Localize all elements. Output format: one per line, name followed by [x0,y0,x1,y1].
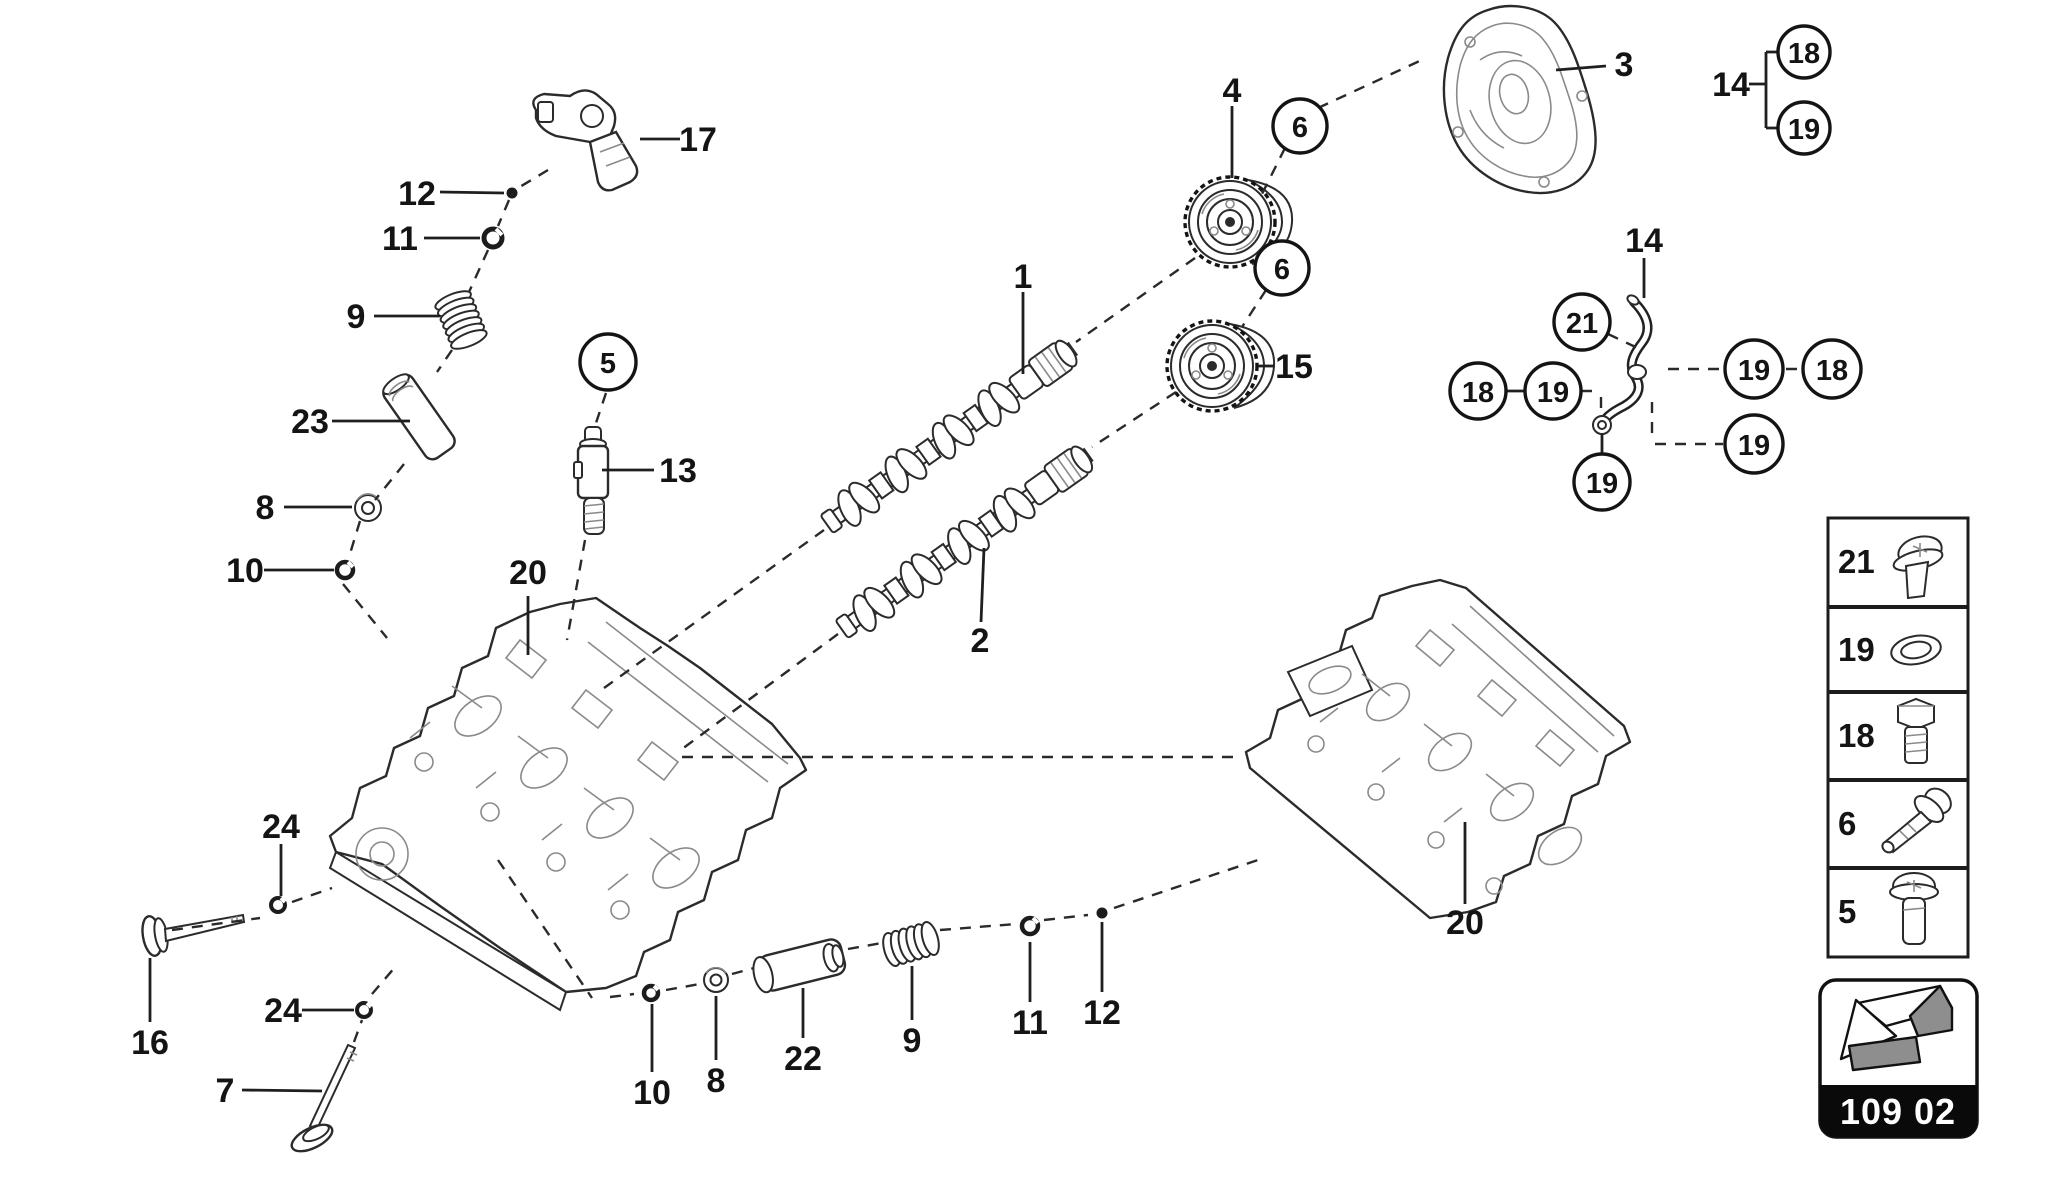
legend-row-18[interactable]: 18 [1838,697,1935,764]
label-14-bracket[interactable]: 14 [1712,66,1750,104]
exhaust-valve-drawing [290,1043,358,1153]
label-13[interactable]: 13 [659,452,697,490]
cylinder-head-left-drawing [328,596,808,1012]
camshaft-sensor-drawing [532,89,639,192]
label-11-upper[interactable]: 11 [382,220,418,258]
circled-ref-19-bottom-right[interactable]: 19 [1723,413,1785,475]
label-12-upper[interactable]: 12 [398,175,436,213]
label-10-upper[interactable]: 10 [226,552,264,590]
torx-flange-screw-icon [1892,535,1944,600]
legend-row-21-number: 21 [1838,543,1875,580]
label-14-pipe[interactable]: 14 [1625,222,1663,260]
circled-ref-5[interactable]: 5 [578,332,638,392]
badge-code-label: 109 02 [1840,1091,1956,1132]
label-20-right[interactable]: 20 [1446,904,1484,942]
circled-ref-19-bottom-left-label: 19 [1586,468,1618,500]
label-8-lower[interactable]: 8 [707,1062,726,1100]
legend-row-5[interactable]: 5 [1838,872,1939,945]
label-22[interactable]: 22 [784,1040,822,1078]
circled-ref-19-left-label: 19 [1537,377,1569,409]
section-arrow-icon [1839,984,1954,1072]
circled-ref-6-lower-label: 6 [1274,254,1290,286]
label-24-upper[interactable]: 24 [262,808,300,846]
valve-cotter-row-drawing [641,983,661,1003]
retaining-ball-drawing [506,187,518,199]
legend-row-6-number: 6 [1838,805,1856,842]
circled-ref-18-top-label: 18 [1788,38,1820,70]
circled-ref-6-lower[interactable]: 6 [1253,239,1311,297]
label-8-upper[interactable]: 8 [256,489,275,527]
clip-24-lower-drawing [355,1001,373,1019]
timing-cover-drawing [1442,4,1597,195]
leader-lines [148,50,1779,1093]
label-16[interactable]: 16 [131,1024,169,1062]
circled-ref-21-label: 21 [1566,308,1598,340]
valve-seal-upper-drawing [354,493,382,522]
valve-cotter-row2-drawing [1019,915,1041,937]
camshaft-intake-drawing [820,339,1079,534]
circled-ref-19-right[interactable]: 19 [1723,338,1785,400]
seal-ring-icon [1890,634,1942,666]
label-9-lower[interactable]: 9 [903,1022,922,1060]
legend-row-21[interactable]: 21 [1838,532,1945,600]
assembly-dashed-lines [171,56,1801,1043]
label-15[interactable]: 15 [1275,348,1313,386]
valve-cotter-lower-left-drawing [334,559,356,581]
valve-cotter-upper-drawing [481,226,505,250]
hex-plug-bolt-icon [1897,697,1935,764]
circled-ref-6-upper-label: 6 [1292,112,1308,144]
clip-24-upper-drawing [269,896,287,914]
circled-ref-19-bottom-left[interactable]: 19 [1572,452,1632,512]
cylinder-head-right-drawing [1244,578,1632,920]
label-9-upper[interactable]: 9 [347,298,366,336]
label-4[interactable]: 4 [1223,72,1242,110]
label-12-lower[interactable]: 12 [1083,994,1121,1032]
circled-ref-18-left-label: 18 [1462,377,1494,409]
badge-code-band [1820,1085,1977,1137]
circled-ref-19-left[interactable]: 19 [1523,361,1583,421]
label-2[interactable]: 2 [971,622,990,660]
label-3[interactable]: 3 [1615,46,1634,84]
tappet-drawing [382,373,456,461]
circled-ref-19-right-label: 19 [1738,355,1770,387]
label-20-left[interactable]: 20 [509,554,547,592]
label-11-lower[interactable]: 11 [1012,1004,1048,1042]
intake-valve-drawing [141,913,246,957]
legend-row-19[interactable]: 19 [1838,631,1943,668]
label-7[interactable]: 7 [216,1072,235,1110]
valve-seal-row-drawing [703,966,729,993]
circled-ref-19-bottom-right-label: 19 [1738,430,1770,462]
label-23[interactable]: 23 [291,403,329,441]
legend-row-6[interactable]: 6 [1838,784,1956,855]
circled-ref-18-right[interactable]: 18 [1801,338,1863,400]
retaining-ball-row-drawing [1096,907,1108,919]
circled-ref-18-top[interactable]: 18 [1776,24,1832,80]
legend-row-19-number: 19 [1838,631,1875,668]
circled-ref-5-label: 5 [600,348,616,380]
circled-ref-19-top[interactable]: 19 [1776,100,1832,156]
legend-row-5-number: 5 [1838,893,1856,930]
circled-ref-6-upper[interactable]: 6 [1271,97,1329,155]
circled-ref-18-right-label: 18 [1816,355,1848,387]
bucket-tappet-drawing [752,938,847,994]
hardware-legend-panel: 21 19 18 [1826,516,1970,959]
legend-row-18-number: 18 [1838,717,1875,754]
label-17[interactable]: 17 [679,121,717,159]
label-1[interactable]: 1 [1014,258,1033,296]
camshaft-exhaust-drawing [835,445,1094,639]
chain-tensioner-drawing [573,426,610,535]
label-10-lower[interactable]: 10 [633,1074,671,1112]
oil-pipe-drawing [1592,294,1653,435]
valve-spring-upper-drawing [434,290,488,350]
pan-head-screw-icon [1889,872,1939,945]
circled-ref-19-top-label: 19 [1788,114,1820,146]
valve-spring-row-drawing [882,921,940,967]
section-badge: 109 02 [1818,978,1979,1139]
circled-ref-21[interactable]: 21 [1552,292,1612,352]
label-24-lower[interactable]: 24 [264,992,302,1030]
circled-ref-18-left[interactable]: 18 [1448,361,1508,421]
flange-bolt-icon [1881,787,1952,854]
cam-adjuster-lower-drawing [1165,319,1276,413]
